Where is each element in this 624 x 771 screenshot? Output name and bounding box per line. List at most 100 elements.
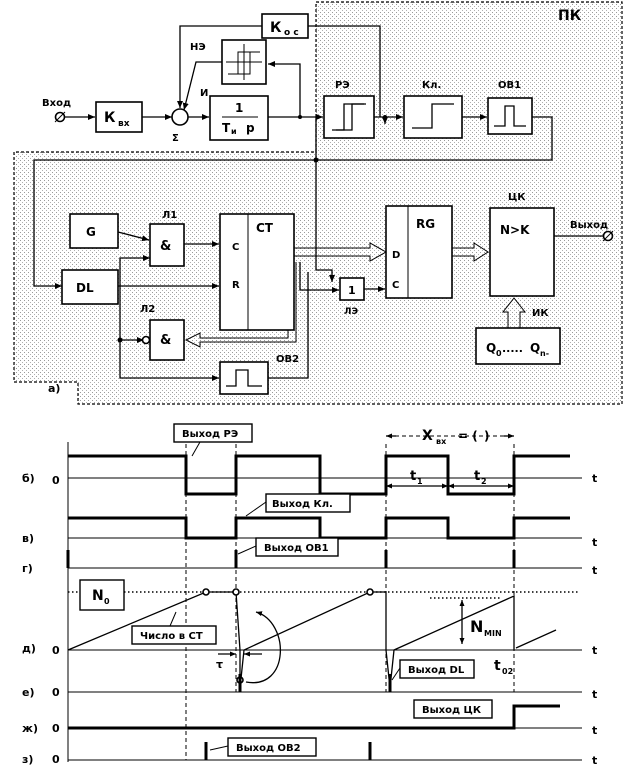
waveform-re-output <box>68 454 570 496</box>
waveform-dl-pulses <box>238 674 392 692</box>
k-oc-k: К <box>270 20 282 36</box>
timing-diagrams: б) в) г) д) е) ж) з) 0 0 0 0 0 t t t t t… <box>22 423 597 767</box>
re-label: РЭ <box>335 80 350 91</box>
zero-b: 0 <box>52 474 60 487</box>
xvx-x: Х <box>422 428 433 444</box>
n0-box <box>79 579 125 611</box>
output-label: Выход <box>570 220 608 231</box>
integrator-block <box>209 95 269 141</box>
t-axis-b: t <box>592 472 597 485</box>
circuit-schematic: ПК Вход К вх Σ 1 Т и р НЭ И <box>13 1 623 405</box>
row-label-d: д) <box>22 642 36 655</box>
comparator-ck-block <box>489 207 555 297</box>
le-symbol: 1 <box>348 284 356 297</box>
nmin-sub: MIN <box>484 629 502 638</box>
t-axis-v: t <box>592 536 597 549</box>
t02-sub: 02 <box>502 667 513 676</box>
code-source-ik-block <box>475 327 561 365</box>
callout-ob2-output: Выход ОВ2 <box>236 743 301 754</box>
q0-q: Q <box>486 341 496 355</box>
callout-dl-output: Выход DL <box>408 665 465 676</box>
row-label-g: г) <box>22 562 33 575</box>
row-label-z: з) <box>22 753 33 766</box>
part-a-label: а) <box>48 382 60 395</box>
t-axis-zh: t <box>592 724 597 737</box>
ck-label: ЦК <box>508 192 526 203</box>
and-l2-symbol: & <box>160 333 171 348</box>
row-label-b: б) <box>22 472 35 485</box>
waveform-ob2-pulses <box>204 742 372 760</box>
callout-re-output: Выход РЭ <box>182 429 238 440</box>
zero-e: 0 <box>52 686 60 699</box>
and-gate-l1 <box>149 223 185 267</box>
ik-label: ИК <box>532 308 549 319</box>
summing-junction <box>171 108 189 126</box>
xvx-sub: вх <box>436 437 447 446</box>
nmin-n: N <box>470 617 483 636</box>
qn-sub: n- <box>540 349 549 358</box>
ob1-block <box>487 97 533 135</box>
rg-d-label: D <box>392 250 400 261</box>
ct-c-label: С <box>232 242 239 253</box>
ob2-label: ОВ2 <box>276 354 299 365</box>
k-oc-sub: о с <box>284 28 299 38</box>
xvx-eq: = ( <box>458 429 478 443</box>
n0-sub: 0 <box>104 597 110 606</box>
qn-q: Q <box>530 341 540 355</box>
zero-z: 0 <box>52 753 60 766</box>
dl-label: DL <box>76 281 94 295</box>
kl-label: Кл. <box>422 80 441 91</box>
pk-label: ПК <box>558 8 582 24</box>
nk-label: N>K <box>500 223 530 237</box>
t1-t: t <box>410 469 416 484</box>
callout-ct-number: Число в СТ <box>140 631 203 642</box>
t2-sub: 2 <box>481 477 487 486</box>
rg-label: RG <box>416 217 435 231</box>
ct-label: СТ <box>256 221 274 235</box>
row-label-e: е) <box>22 686 35 699</box>
relay-element-block <box>323 95 375 139</box>
integrator-sub: и <box>231 127 237 136</box>
n0-n: N <box>92 588 104 604</box>
callout-ob1-output: Выход ОВ1 <box>264 543 329 554</box>
integrator-num: 1 <box>235 101 243 115</box>
xvx-paren: ) <box>484 429 489 443</box>
ob1-label: ОВ1 <box>498 80 521 91</box>
waveform-kl-output <box>68 516 570 540</box>
t02-t: t <box>494 658 501 674</box>
rg-c-label: С <box>392 280 399 291</box>
l2-label: Л2 <box>140 304 155 315</box>
t-axis-z: t <box>592 754 597 767</box>
t2-t: t <box>474 469 480 484</box>
shaded-region-pk <box>13 1 623 405</box>
i-label: И <box>200 88 208 99</box>
input-label: Вход <box>42 98 71 109</box>
t-axis-e: t <box>592 688 597 701</box>
and-l1-symbol: & <box>160 239 171 254</box>
l1-label: Л1 <box>162 210 177 221</box>
g-label: G <box>86 225 96 239</box>
le-label: ЛЭ <box>344 307 358 317</box>
delay-line-dl-block <box>61 269 119 305</box>
t-axis-d: t <box>592 644 597 657</box>
ct-r-label: R <box>232 280 240 291</box>
t-axis-g: t <box>592 564 597 577</box>
t1-sub: 1 <box>417 477 423 486</box>
q-dots: ..... <box>502 342 523 355</box>
row-label-zh: ж) <box>22 722 38 735</box>
callout-kl-output: Выход Кл. <box>272 499 333 510</box>
waveform-ck-output <box>68 704 560 730</box>
integrator-t: Т <box>222 121 231 135</box>
tau-label: τ <box>216 658 223 671</box>
ob2-block <box>219 361 269 395</box>
zero-zh: 0 <box>52 722 60 735</box>
row-label-v: в) <box>22 532 34 545</box>
k-vx-sub: вх <box>118 119 130 129</box>
zero-d: 0 <box>52 644 60 657</box>
key-block <box>403 95 463 139</box>
ne-label: НЭ <box>190 42 206 53</box>
sigma-label: Σ <box>172 133 179 144</box>
generator-g-block <box>69 213 119 249</box>
and-gate-l2 <box>149 319 185 361</box>
k-vx-k: К <box>104 110 116 126</box>
